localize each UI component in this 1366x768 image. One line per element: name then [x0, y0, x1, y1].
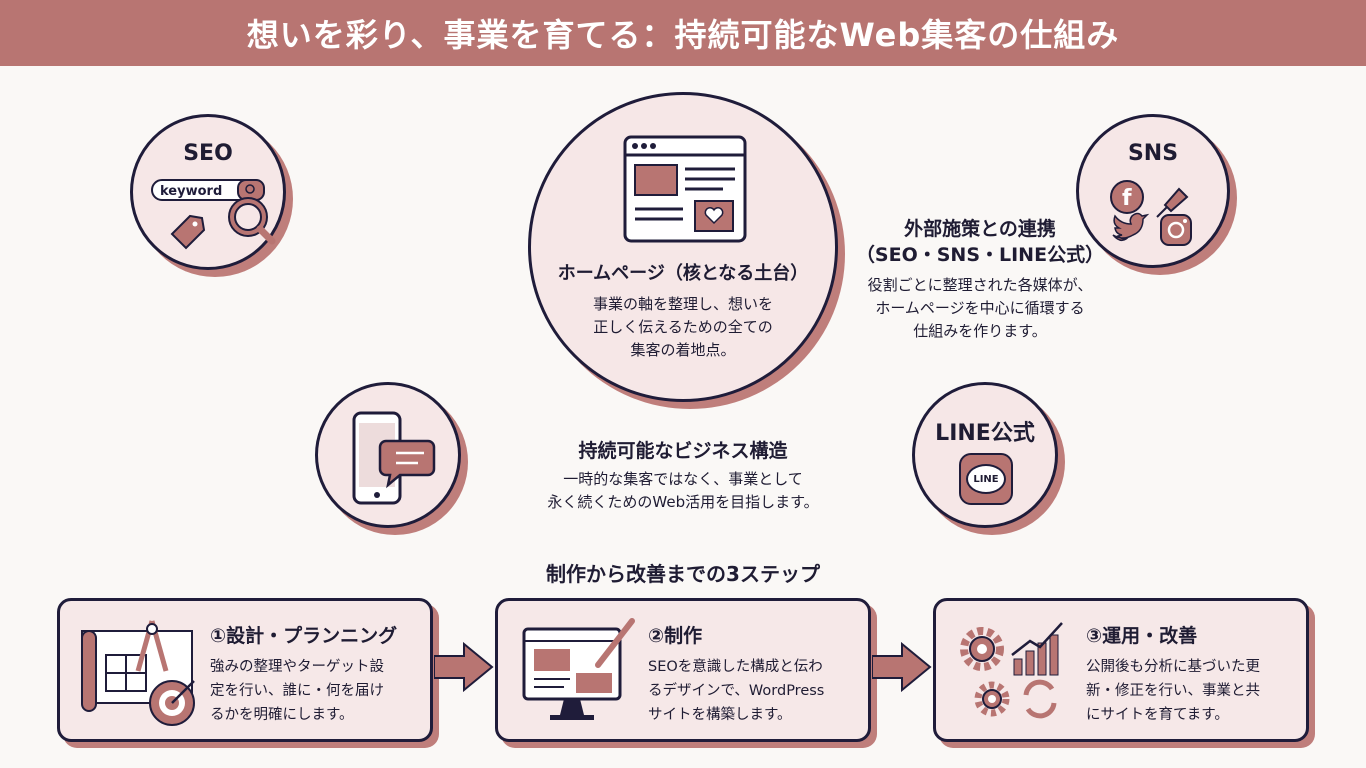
- instagram-icon: [1160, 214, 1192, 246]
- arrow-right-icon: [434, 642, 494, 692]
- mobile-circle: [315, 382, 461, 528]
- step-card-operation: ③運用・改善 公開後も分析に基づいた更新・修正を行い、事業と共にサイトを育てます…: [933, 598, 1309, 742]
- sns-circle: SNS f: [1076, 114, 1230, 268]
- step-line: 定を行い、誰に・何を届け: [210, 683, 384, 699]
- monitor-brush-icon: [522, 618, 635, 720]
- homepage-line: 事業の軸を整理し、想いを: [592, 295, 773, 313]
- homepage-line: 正しく伝えるための全ての: [593, 318, 773, 336]
- step-line: るかを明確にします。: [210, 707, 354, 723]
- seo-search-icon: keyword: [151, 179, 276, 250]
- page-title: 想いを彩り、事業を育てる：持続可能なWeb集客の仕組み: [0, 0, 1366, 66]
- step-title: ③運用・改善: [1086, 625, 1198, 647]
- homepage-title: ホームページ（核となる土台）: [557, 263, 809, 284]
- line-label: LINE公式: [935, 421, 1035, 446]
- smartphone-chat-icon: [352, 411, 436, 505]
- external-line: ホームページを中心に循環する: [875, 299, 1085, 317]
- step-line: 新・修正を行い、事業と共: [1086, 683, 1260, 699]
- line-circle: LINE公式 LINE: [912, 382, 1058, 528]
- homepage-circle: ホームページ（核となる土台） 事業の軸を整理し、想いを 正しく伝えるための全ての…: [528, 92, 838, 402]
- step-line: にサイトを育てます。: [1086, 707, 1229, 723]
- webpage-icon: [623, 135, 747, 243]
- step-line: 公開後も分析に基づいた更: [1086, 659, 1260, 675]
- seo-circle: SEO keyword: [130, 114, 286, 270]
- pin-icon: [1156, 187, 1189, 218]
- external-title: （SEO・SNS・LINE公式）: [855, 244, 1105, 266]
- line-badge: LINE: [966, 464, 1006, 494]
- social-icons: f: [1110, 180, 1192, 246]
- arrow-right-icon: [872, 642, 932, 692]
- external-line: 仕組みを作ります。: [913, 322, 1047, 340]
- step-title: ①設計・プランニング: [210, 625, 398, 647]
- seo-label: SEO: [183, 141, 233, 166]
- gears-chart-icon: [960, 622, 1063, 719]
- external-line: 役割ごとに整理された各媒体が、: [867, 276, 1093, 294]
- twitter-icon: [1112, 212, 1150, 242]
- sustainable-line: 一時的な集客ではなく、事業として: [563, 470, 803, 488]
- facebook-icon: f: [1110, 180, 1144, 214]
- step-line: SEOを意識した構成と伝わ: [648, 659, 823, 675]
- steps-heading: 制作から改善までの3ステップ: [546, 562, 820, 586]
- external-section: 外部施策との連携 （SEO・SNS・LINE公式） 役割ごとに整理された各媒体が…: [840, 216, 1120, 343]
- step-title: ②制作: [648, 625, 703, 647]
- external-title: 外部施策との連携: [904, 218, 1056, 240]
- step-line: サイトを構築します。: [648, 707, 792, 723]
- line-app-icon: LINE: [959, 453, 1013, 505]
- step-card-production: ②制作 SEOを意識した構成と伝わるデザインで、WordPress サイトを構築し…: [495, 598, 871, 742]
- sustainable-section: 持続可能なビジネス構造 一時的な集客ではなく、事業として 永く続くためのWeb活…: [513, 438, 853, 514]
- blueprint-target-icon: [81, 620, 195, 726]
- search-text: keyword: [160, 184, 222, 199]
- svg-text:f: f: [1122, 186, 1132, 211]
- step-card-planning: ①設計・プランニング 強みの整理やターゲット設定を行い、誰に・何を届けるかを明確…: [57, 598, 433, 742]
- homepage-line: 集客の着地点。: [630, 341, 736, 359]
- step-line: 強みの整理やターゲット設: [210, 659, 384, 675]
- sustainable-title: 持続可能なビジネス構造: [578, 440, 788, 462]
- sns-label: SNS: [1127, 141, 1179, 166]
- step-line: るデザインで、WordPress: [648, 683, 825, 699]
- sustainable-line: 永く続くためのWeb活用を目指します。: [547, 493, 819, 511]
